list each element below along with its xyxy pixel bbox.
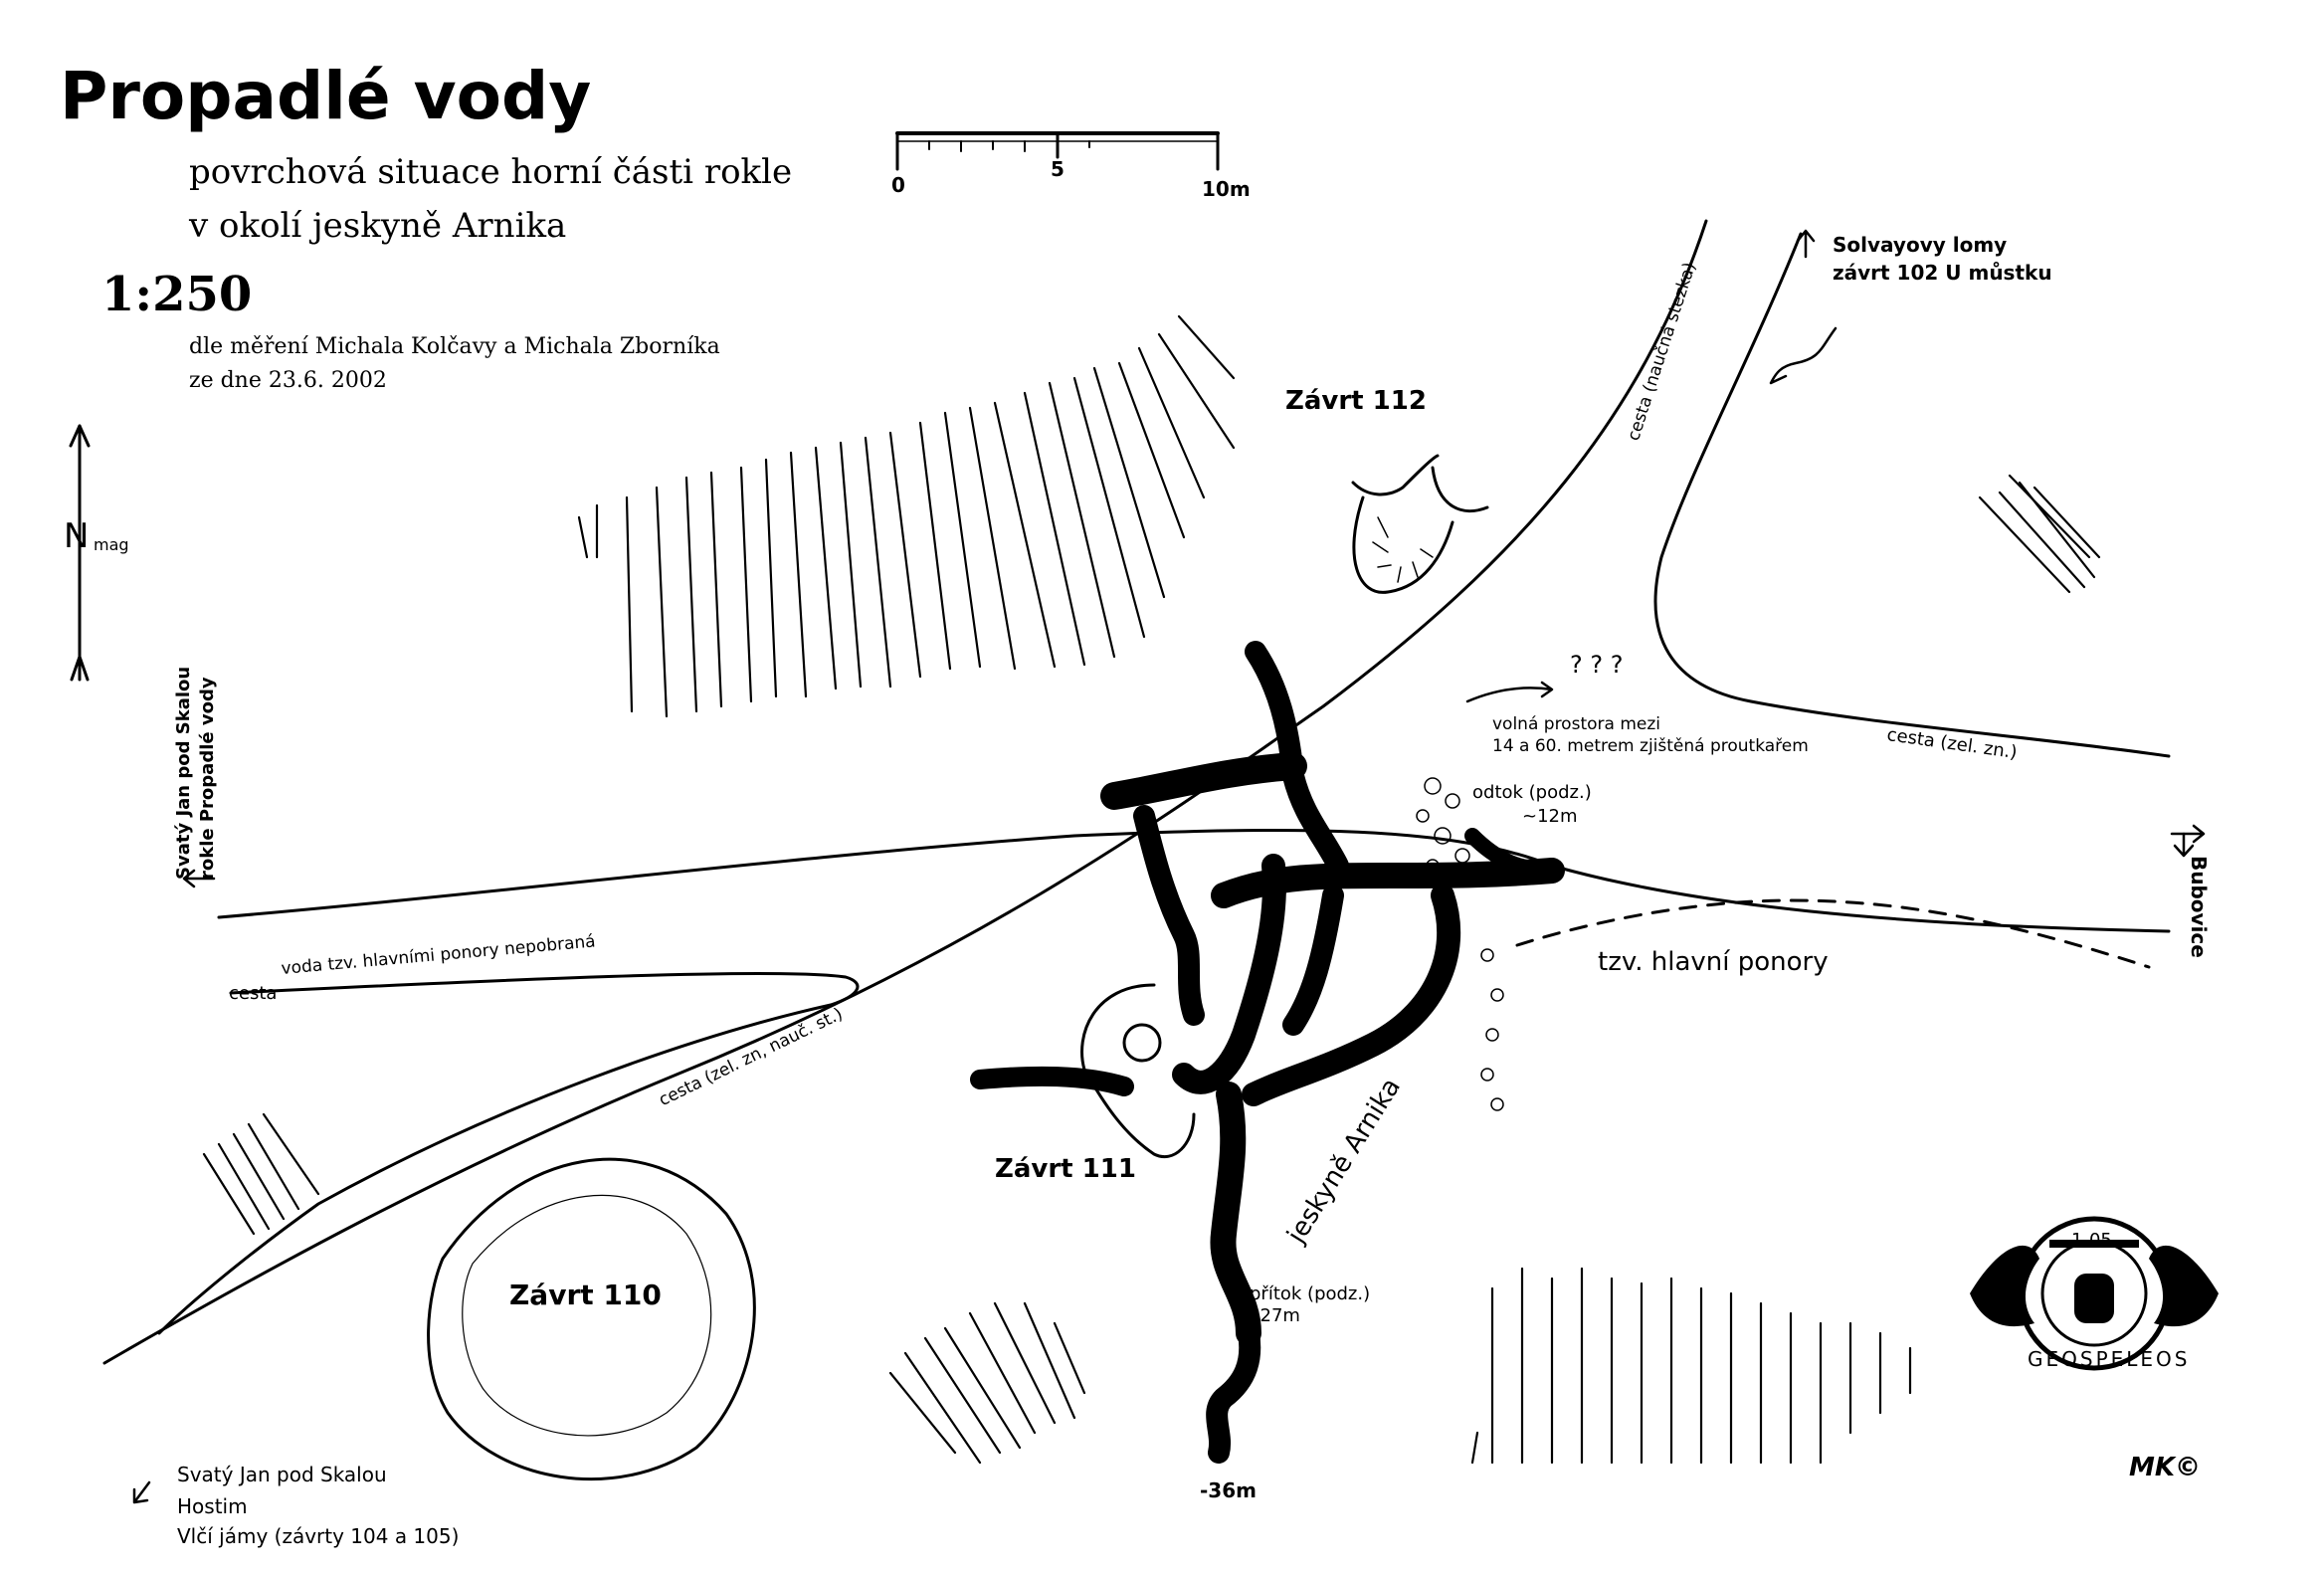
slope-hatching-right [1978, 474, 2101, 594]
scale-bar [895, 131, 1220, 171]
logo-top-text: 1-05 [2071, 1230, 2112, 1251]
page-title: Propadlé vody [60, 58, 592, 134]
signature: MK© [2129, 1453, 2202, 1482]
geospeleos-logo-icon [1970, 1216, 2219, 1371]
slope-hatching-upper [577, 314, 1236, 718]
cave-arnika-passages [970, 641, 1565, 1464]
label-zavrt-111: Závrt 111 [995, 1154, 1136, 1184]
north-label: N [64, 516, 90, 556]
credit-line-2: ze dne 23.6. 2002 [189, 368, 387, 393]
label-road-plain: cesta [229, 983, 278, 1004]
scale-ratio: 1:250 [101, 267, 253, 322]
label-outflow: odtok (podz.) [1472, 782, 1592, 803]
label-svaty-jan-left-1: Svatý Jan pod Skalou [173, 666, 194, 880]
label-svaty-jan-left-2: rokle Propadlé vody [197, 677, 218, 880]
label-depth-36: -36m [1200, 1478, 1257, 1502]
label-solvay-quarries: Solvayovy lomy [1833, 233, 2008, 257]
scale-label-5: 5 [1051, 157, 1065, 181]
road-nature-trail-edge [1653, 232, 2171, 758]
scale-label-10: 10m [1202, 177, 1251, 201]
label-bottom-hostim: Hostim [177, 1494, 248, 1518]
label-inflow: přítok (podz.) [1250, 1283, 1371, 1304]
label-bottom-svaty-jan: Svatý Jan pod Skalou [177, 1463, 387, 1486]
label-free-space-1: volná prostora mezi [1492, 714, 1660, 734]
credit-line-1: dle měření Michala Kolčavy a Michala Zbo… [189, 334, 720, 359]
label-inflow-depth: -27m [1254, 1305, 1300, 1326]
subtitle-line-1: povrchová situace horní části rokle [189, 152, 793, 192]
label-main-sinks: tzv. hlavní ponory [1598, 947, 1829, 977]
scale-label-0: 0 [891, 173, 905, 197]
arrow-icons [132, 229, 2206, 1504]
sinkhole-110 [427, 1157, 756, 1481]
road-main [217, 828, 2171, 933]
label-bottom-vlci-jamy: Vlčí jámy (závrty 104 a 105) [177, 1524, 460, 1548]
label-zavrt-112: Závrt 112 [1285, 386, 1427, 416]
slope-hatching-lower-right [1470, 1267, 1912, 1465]
label-bubovice: Bubovice [2187, 856, 2211, 958]
sinkhole-111 [1080, 983, 1196, 1158]
label-free-space-2: 14 a 60. metrem zjištěná proutkařem [1492, 736, 1809, 756]
logo-ring-text: GEOSPELEOS [2028, 1347, 2191, 1371]
label-zavrt-110: Závrt 110 [509, 1279, 662, 1311]
water-course [1515, 898, 2151, 969]
road-nature-trail [102, 219, 1708, 1365]
label-question-marks: ? ? ? [1570, 651, 1624, 679]
label-outflow-depth: ~12m [1522, 806, 1578, 827]
slope-hatching-lower-middle [888, 1301, 1086, 1465]
subtitle-line-2: v okolí jeskyně Arnika [189, 206, 567, 246]
label-sinkhole-102: závrt 102 U můstku [1833, 261, 2052, 285]
north-sub-label: mag [94, 535, 129, 554]
sinkhole-112 [1351, 454, 1489, 594]
rubble-pattern [1416, 777, 1504, 1111]
road-lower [157, 971, 860, 1335]
slope-hatching-lower-left [202, 1112, 320, 1236]
north-arrow-icon [69, 424, 91, 682]
